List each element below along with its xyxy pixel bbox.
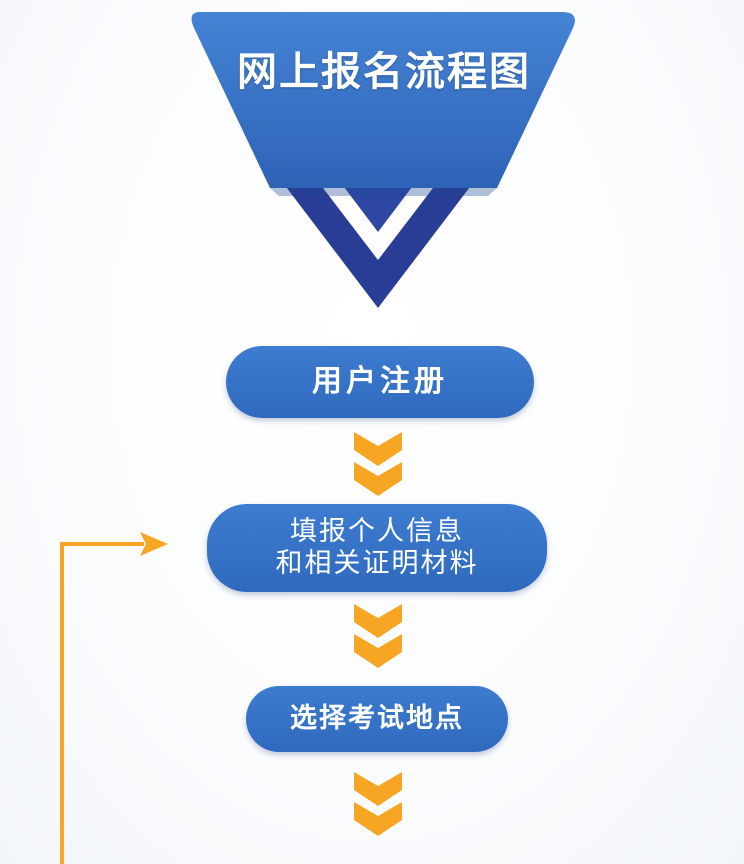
feedback-arrow-line (60, 542, 144, 864)
down-chevron-icon-1 (354, 432, 402, 496)
step-label: 用户注册 (312, 364, 448, 399)
step-fill-info[interactable]: 填报个人信息 和相关证明材料 (207, 504, 547, 592)
step-label-line2: 和相关证明材料 (275, 548, 479, 579)
feedback-arrow (60, 532, 168, 864)
step-label-line1: 填报个人信息 (290, 515, 464, 547)
title-banner (191, 12, 575, 188)
title-banner-shadow (270, 188, 497, 196)
feedback-arrow-head (140, 532, 168, 556)
down-chevron-icon-2 (354, 604, 402, 668)
step-user-register[interactable]: 用户注册 (226, 346, 534, 418)
step-choose-location[interactable]: 选择考试地点 (246, 686, 508, 752)
v-chevron-outer (258, 150, 498, 308)
down-chevron-icon-3 (354, 772, 402, 836)
page-title: 网上报名流程图 (237, 49, 531, 95)
step-label: 选择考试地点 (290, 702, 464, 734)
